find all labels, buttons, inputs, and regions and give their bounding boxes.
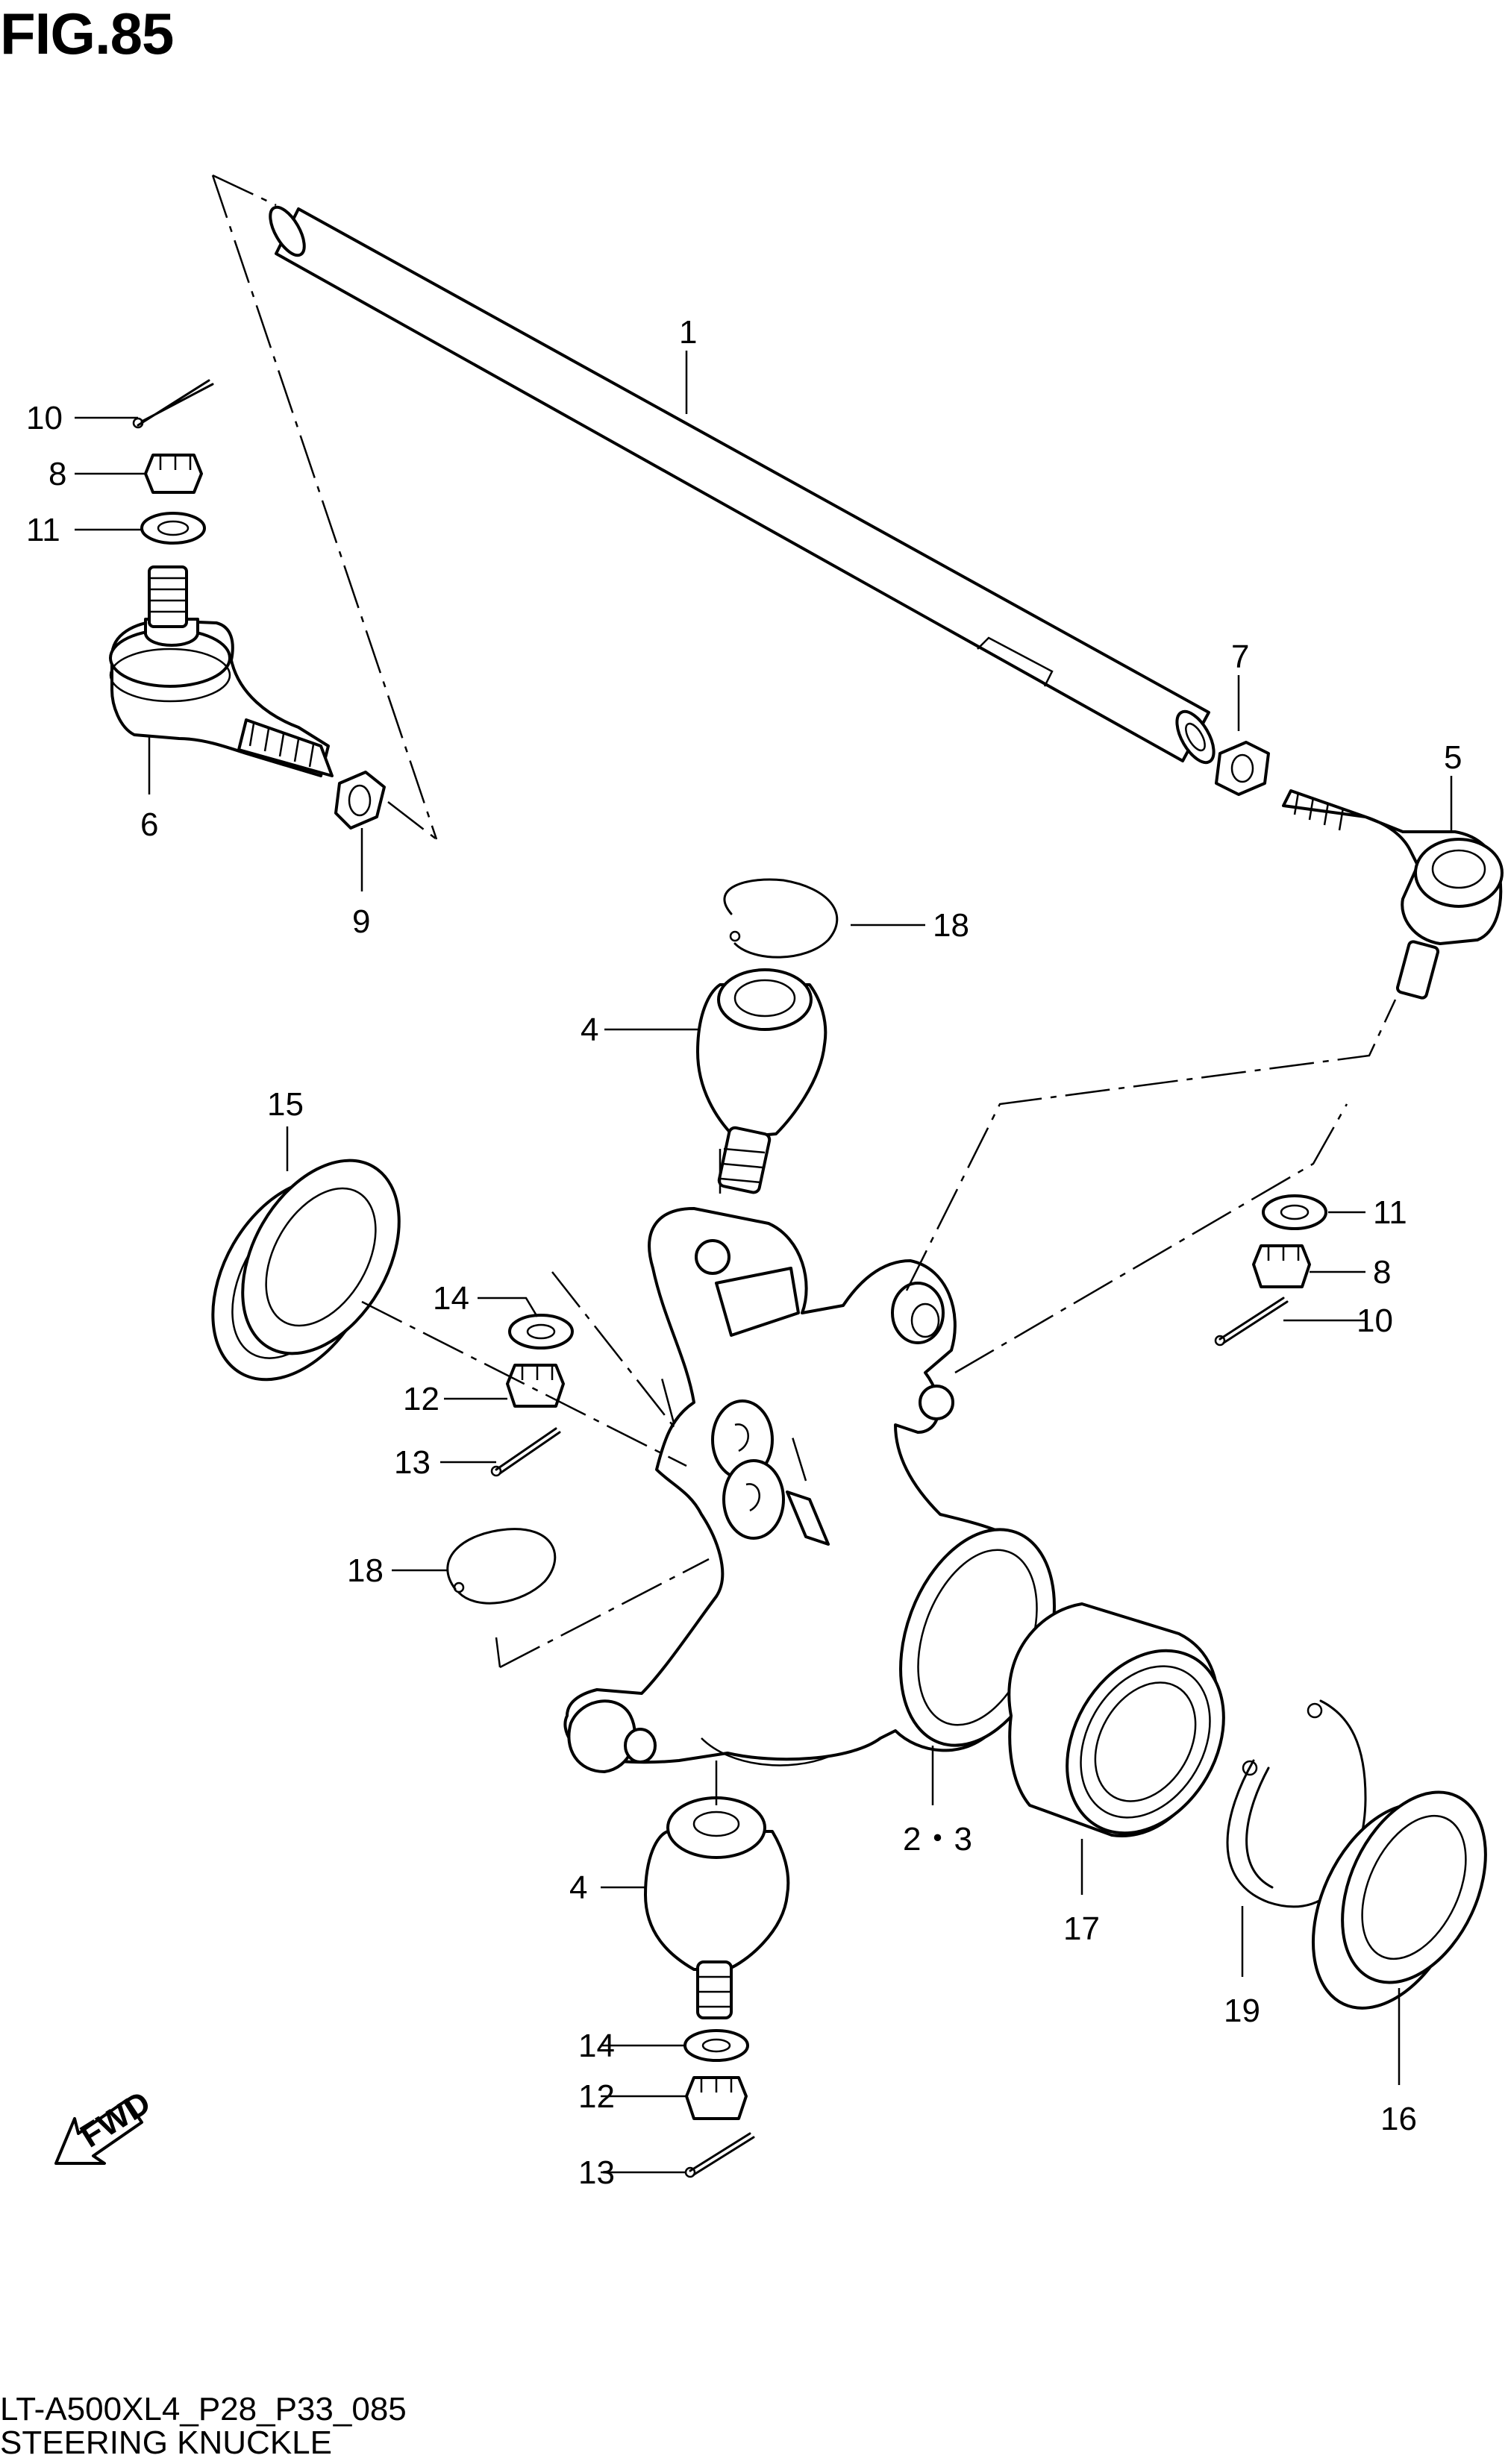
callout-14-upper: 14 xyxy=(433,1280,469,1317)
callout-16: 16 xyxy=(1380,2101,1417,2137)
figure-title: FIG.85 xyxy=(0,1,174,66)
oil-seal-15[interactable] xyxy=(179,1133,431,1408)
callout-6: 6 xyxy=(140,806,158,843)
callout-10-right: 10 xyxy=(1357,1302,1393,1339)
callout-4-upper: 4 xyxy=(581,1012,598,1048)
leader-lines xyxy=(75,351,1453,2174)
fwd-arrow-icon: FWD xyxy=(54,2084,157,2165)
cotter-pin-10-right[interactable] xyxy=(1214,1297,1289,1347)
right-tie-rod-end[interactable] xyxy=(1282,789,1504,1000)
nut-9[interactable] xyxy=(334,771,386,830)
callout-10-upper-left: 10 xyxy=(26,400,63,436)
callout-15: 15 xyxy=(267,1086,304,1123)
callout-labels: 1 7 5 10 8 11 6 9 18 4 15 14 12 13 18 11… xyxy=(26,314,1462,2191)
castle-nut-8-right[interactable] xyxy=(1252,1244,1311,1288)
washer-14-lower[interactable] xyxy=(683,2029,749,2062)
tie-rod[interactable] xyxy=(263,202,1221,768)
left-tie-rod-end[interactable] xyxy=(109,565,334,777)
callout-4-lower: 4 xyxy=(569,1869,587,1906)
callout-19: 19 xyxy=(1224,1993,1260,2029)
callout-14-lower: 14 xyxy=(578,2028,615,2064)
callout-8-upper-left: 8 xyxy=(49,456,66,492)
ball-joint-4-lower[interactable] xyxy=(644,1796,790,2019)
callout-12-upper: 12 xyxy=(403,1381,439,1417)
callout-18-upper: 18 xyxy=(933,907,969,944)
bearing-17[interactable] xyxy=(1007,1602,1255,1861)
callout-18-lower: 18 xyxy=(347,1552,384,1589)
callout-9: 9 xyxy=(352,903,370,940)
assembly-guide-lines xyxy=(211,174,1397,1805)
washer-14-upper[interactable] xyxy=(508,1314,574,1349)
callout-13-lower: 13 xyxy=(578,2154,615,2191)
callout-17: 17 xyxy=(1063,1910,1100,1947)
snap-ring-18-lower[interactable] xyxy=(446,1528,557,1605)
callout-11-right: 11 xyxy=(1373,1194,1407,1231)
oil-seal-16[interactable] xyxy=(1283,1769,1508,2033)
ball-joint-4-upper[interactable] xyxy=(696,968,827,1194)
cotter-pin-10-left[interactable] xyxy=(132,379,214,429)
cotter-pin-13-upper[interactable] xyxy=(490,1427,561,1477)
callout-13-upper: 13 xyxy=(394,1444,431,1481)
callout-2-3: 2・3 xyxy=(903,1821,972,1858)
callout-1: 1 xyxy=(679,314,697,351)
washer-11-left[interactable] xyxy=(140,512,206,545)
fwd-label: FWD xyxy=(74,2084,157,2155)
nut-7[interactable] xyxy=(1215,741,1270,796)
castle-nut-8-left[interactable] xyxy=(144,454,203,494)
callout-11-upper-left: 11 xyxy=(26,512,60,548)
snap-ring-18-upper[interactable] xyxy=(723,878,839,959)
callout-12-lower: 12 xyxy=(578,2078,615,2115)
washer-11-right[interactable] xyxy=(1262,1194,1327,1230)
callout-8-right: 8 xyxy=(1373,1254,1391,1291)
callout-5: 5 xyxy=(1444,739,1462,776)
diagram-code: LT-A500XL4_P28_P33_085 xyxy=(0,2391,407,2427)
diagram-name: STEERING KNUCKLE xyxy=(0,2424,332,2461)
cotter-pin-13-lower[interactable] xyxy=(684,2132,755,2178)
steering-knuckle[interactable] xyxy=(563,1207,1082,1773)
callout-7: 7 xyxy=(1231,639,1249,675)
castle-nut-12-lower[interactable] xyxy=(685,2076,748,2120)
